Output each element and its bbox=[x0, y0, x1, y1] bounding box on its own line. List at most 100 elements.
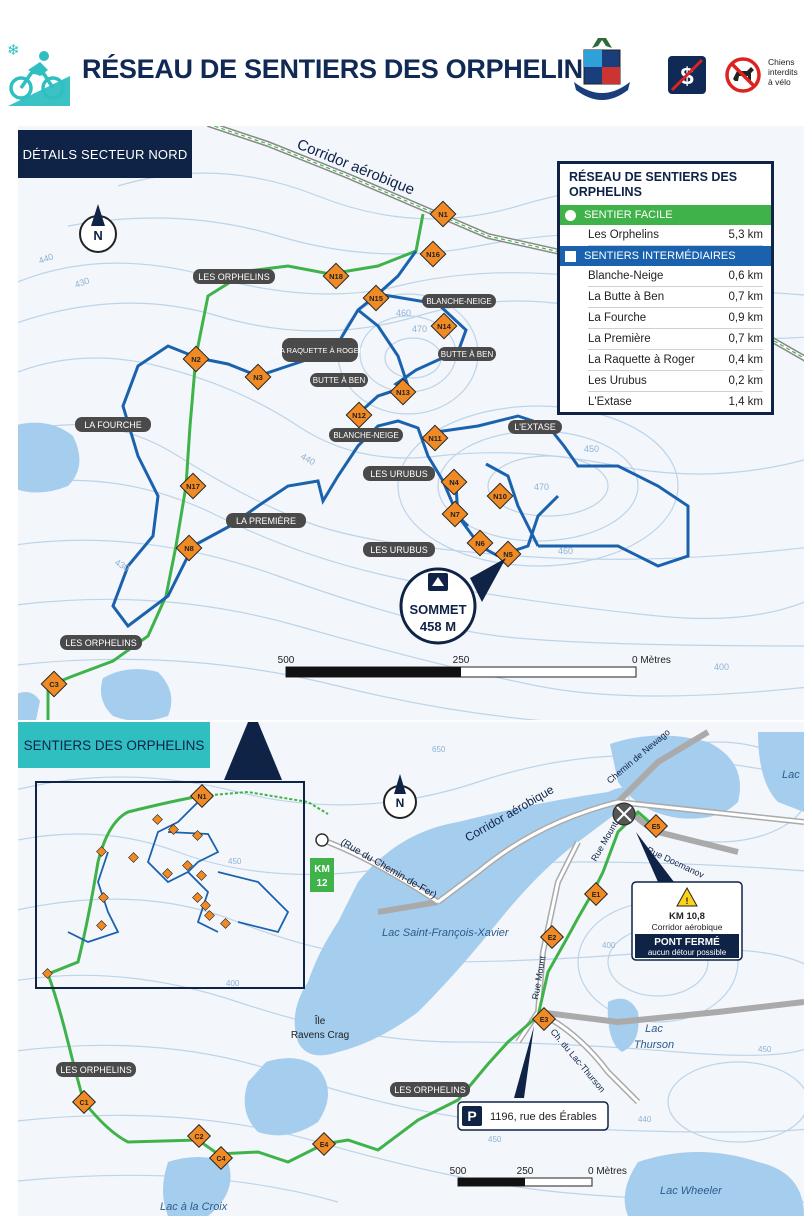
trail-label: BUTTE À BEN bbox=[441, 350, 494, 359]
svg-text:400: 400 bbox=[714, 662, 729, 672]
lake bbox=[610, 735, 740, 819]
summit-callout[interactable]: SOMMET 458 M bbox=[399, 558, 506, 645]
marker-n4[interactable]: N4 bbox=[449, 478, 459, 487]
trail-label: BLANCHE-NEIGE bbox=[426, 297, 491, 306]
trail-label: BLANCHE-NEIGE bbox=[333, 431, 398, 440]
inset-markers bbox=[42, 814, 231, 979]
lake bbox=[18, 422, 80, 493]
lake-label: Lac à la Croix bbox=[160, 1201, 228, 1213]
marker-n17[interactable]: N17 bbox=[186, 482, 200, 491]
svg-text:460: 460 bbox=[396, 308, 411, 318]
lake bbox=[101, 669, 172, 720]
scale-right: 0 Mètres bbox=[588, 1166, 627, 1177]
square-icon bbox=[565, 250, 576, 262]
marker-n1[interactable]: N1 bbox=[438, 210, 448, 219]
marker-n1[interactable]: N1 bbox=[198, 794, 207, 801]
island-label: Île bbox=[314, 1014, 326, 1027]
north-sector-tag: DÉTAILS SECTEUR NORD bbox=[18, 130, 192, 178]
marker-n11[interactable]: N11 bbox=[428, 434, 441, 443]
svg-text:KM: KM bbox=[314, 864, 330, 875]
north-arrow-icon: N bbox=[383, 774, 417, 819]
lake bbox=[18, 692, 40, 720]
marker-c1[interactable]: C1 bbox=[80, 1100, 89, 1107]
marker-c4[interactable]: C4 bbox=[217, 1156, 226, 1163]
trail-label: LES URUBUS bbox=[370, 469, 428, 479]
marker-n10[interactable]: N10 bbox=[493, 492, 507, 501]
inset-pointer bbox=[224, 722, 282, 780]
marker-n6[interactable]: N6 bbox=[475, 539, 485, 548]
trail-les-orphelins[interactable] bbox=[46, 794, 655, 1164]
marker-n3[interactable]: N3 bbox=[253, 373, 263, 382]
marker-e3[interactable]: E3 bbox=[540, 1017, 549, 1024]
trail-les-orphelins[interactable] bbox=[46, 213, 425, 720]
svg-text:460: 460 bbox=[558, 546, 573, 556]
bridge-closed-warning[interactable]: ! KM 10,8 Corridor aérobique PONT FERMÉ … bbox=[612, 802, 743, 961]
scale-left: 500 bbox=[278, 655, 295, 666]
overview-sector-tag: SENTIERS DES ORPHELINS bbox=[18, 722, 210, 768]
trail-label: LA PREMIÈRE bbox=[236, 516, 296, 526]
inset-box[interactable] bbox=[35, 781, 305, 989]
marker-n16[interactable]: N16 bbox=[426, 250, 440, 259]
marker-e5[interactable]: E5 bbox=[652, 824, 661, 831]
marker-c3[interactable]: C3 bbox=[49, 680, 59, 689]
north-map-canvas[interactable]: Corridor aérobique LES ORPHELINS BLANCHE… bbox=[18, 126, 804, 720]
summit-title: SOMMET bbox=[409, 602, 466, 617]
parking-icon: P bbox=[467, 1108, 476, 1124]
marker-e1[interactable]: E1 bbox=[592, 892, 601, 899]
marker-n8[interactable]: N8 bbox=[184, 544, 194, 553]
svg-text:440: 440 bbox=[638, 1115, 652, 1124]
marker-n15[interactable]: N15 bbox=[369, 294, 383, 303]
svg-text:400: 400 bbox=[602, 941, 616, 950]
scale-bar: 500 250 0 Mètres bbox=[450, 1166, 627, 1187]
marker-n2[interactable]: N2 bbox=[191, 355, 201, 364]
overview-markers[interactable]: N1 E5 E1 E2 E3 C1 C2 C4 E4 bbox=[71, 783, 669, 1171]
lake-saint-francois-xavier bbox=[294, 787, 626, 1056]
km12-marker[interactable]: KM 12 bbox=[310, 833, 334, 892]
marker-n13[interactable]: N13 bbox=[396, 388, 410, 397]
svg-text:440: 440 bbox=[299, 451, 317, 467]
summit-icon bbox=[432, 577, 444, 586]
lake-label: Lac bbox=[645, 1023, 663, 1035]
trail-markers[interactable]: N1 N16 N18 N15 N14 N2 N3 N13 N12 N11 N4 … bbox=[40, 200, 522, 698]
legend-category-intermediate: SENTIERS INTERMÉDIAIRES bbox=[560, 246, 771, 266]
lake-label: Lac Saint-François-Xavier bbox=[382, 927, 510, 939]
lake bbox=[244, 1058, 328, 1136]
svg-text:400: 400 bbox=[226, 979, 240, 988]
scale-bar: 500 250 0 Mètres bbox=[278, 655, 671, 678]
overview-map[interactable]: Corridor aérobique (Rue du Chemin-de-Fer… bbox=[18, 722, 804, 1216]
svg-text:N: N bbox=[396, 796, 405, 810]
marker-e2[interactable]: E2 bbox=[548, 935, 557, 942]
svg-text:430: 430 bbox=[73, 275, 91, 290]
scale-left: 500 bbox=[450, 1166, 467, 1177]
marker-c2[interactable]: C2 bbox=[195, 1134, 204, 1141]
parking-callout[interactable]: P 1196, rue des Érables bbox=[457, 1026, 609, 1131]
svg-text:❄: ❄ bbox=[7, 42, 20, 59]
marker-n5[interactable]: N5 bbox=[503, 550, 513, 559]
trail-legend: RÉSEAU DE SENTIERS DES ORPHELINS SENTIER… bbox=[557, 161, 774, 415]
marker-e4[interactable]: E4 bbox=[320, 1142, 329, 1149]
svg-text:450: 450 bbox=[758, 1045, 772, 1054]
trail-label: BUTTE À BEN bbox=[313, 376, 366, 385]
lake-a-la-croix bbox=[163, 1157, 231, 1216]
svg-text:aucun détour possible: aucun détour possible bbox=[648, 948, 727, 957]
marker-n18[interactable]: N18 bbox=[329, 272, 343, 281]
lake-label: Lac bbox=[782, 769, 800, 781]
closed-icon bbox=[616, 806, 632, 822]
marker-n12[interactable]: N12 bbox=[352, 411, 366, 420]
marker-n7[interactable]: N7 bbox=[450, 510, 460, 519]
svg-text:430: 430 bbox=[113, 557, 131, 573]
no-fee-icon: $ bbox=[668, 56, 706, 94]
north-arrow-icon: N bbox=[79, 204, 117, 253]
svg-text:Corridor aérobique: Corridor aérobique bbox=[652, 922, 723, 932]
lake-label: Thurson bbox=[634, 1039, 674, 1051]
svg-text:650: 650 bbox=[432, 745, 446, 754]
overview-map-canvas[interactable]: Corridor aérobique (Rue du Chemin-de-Fer… bbox=[18, 722, 804, 1216]
marker-n14[interactable]: N14 bbox=[437, 322, 452, 331]
svg-text:470: 470 bbox=[412, 324, 427, 334]
municipal-crest-icon bbox=[574, 38, 630, 100]
page-title: RÉSEAU DE SENTIERS DES ORPHELINS bbox=[82, 54, 601, 84]
